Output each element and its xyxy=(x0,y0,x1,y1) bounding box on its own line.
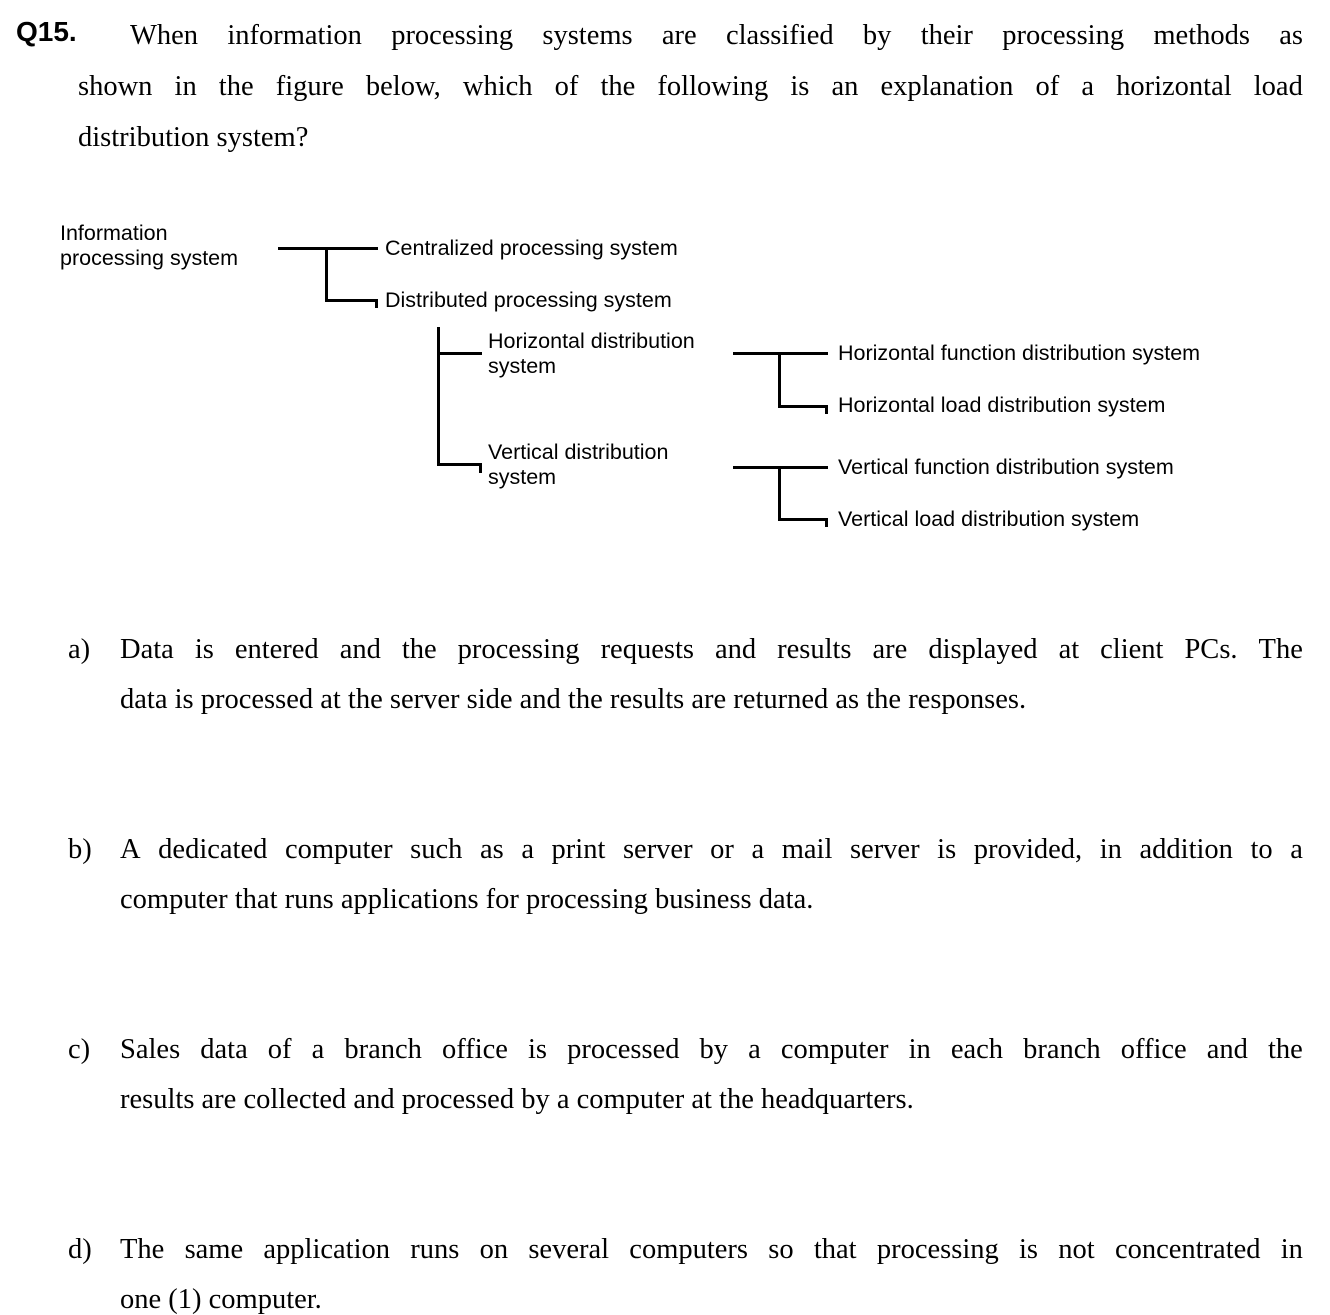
tree-node-horizontal-distribution-system: Horizontal distribution system xyxy=(488,329,695,378)
option-c-line-2: results are collected and processed by a… xyxy=(120,1084,914,1115)
connector-level2-end-tick xyxy=(479,463,482,473)
option-a-line-2: data is processed at the server side and… xyxy=(120,684,1027,715)
question-line-3: distribution system? xyxy=(78,122,309,153)
tree-node-vertical-distribution-system: Vertical distribution system xyxy=(488,440,669,489)
tree-node-vertical-function-distribution-system: Vertical function distribution system xyxy=(838,455,1174,479)
connector-distributed-to-vertical xyxy=(437,463,482,466)
connector-level3-horizontal-vertical xyxy=(778,352,781,405)
tree-node-distributed-processing-system: Distributed processing system xyxy=(385,288,672,312)
option-a-marker: a) xyxy=(68,634,91,665)
connector-horizontal-to-load xyxy=(778,405,828,408)
connector-vertical-to-load xyxy=(778,518,828,521)
processing-system-tree-diagram: Information processing system Centralize… xyxy=(0,190,1330,570)
connector-level1-vertical xyxy=(325,247,328,299)
question-number: Q15. xyxy=(16,16,77,47)
connector-level3-vertical-end-tick xyxy=(825,518,828,527)
option-b-line-2: computer that runs applications for proc… xyxy=(120,884,814,915)
connector-root-to-distributed xyxy=(325,299,378,302)
option-b-marker: b) xyxy=(68,834,92,865)
connector-level3-vertical-vertical xyxy=(778,466,781,518)
option-d-marker: d) xyxy=(68,1234,92,1265)
tree-node-vertical-load-distribution-system: Vertical load distribution system xyxy=(838,507,1140,531)
connector-distributed-to-horizontal xyxy=(437,352,482,355)
tree-node-horizontal-load-distribution-system: Horizontal load distribution system xyxy=(838,393,1166,417)
connector-level1-end-tick xyxy=(375,299,378,308)
tree-node-horizontal-function-distribution-system: Horizontal function distribution system xyxy=(838,341,1201,365)
connector-level3-horizontal-end-tick xyxy=(825,405,828,414)
tree-node-centralized-processing-system: Centralized processing system xyxy=(385,236,678,260)
connector-root-to-centralized xyxy=(278,247,378,250)
option-d-line-2: one (1) computer. xyxy=(120,1284,322,1315)
tree-node-root: Information processing system xyxy=(60,221,239,270)
option-c-marker: c) xyxy=(68,1034,91,1065)
connector-level2-vertical xyxy=(437,327,440,463)
